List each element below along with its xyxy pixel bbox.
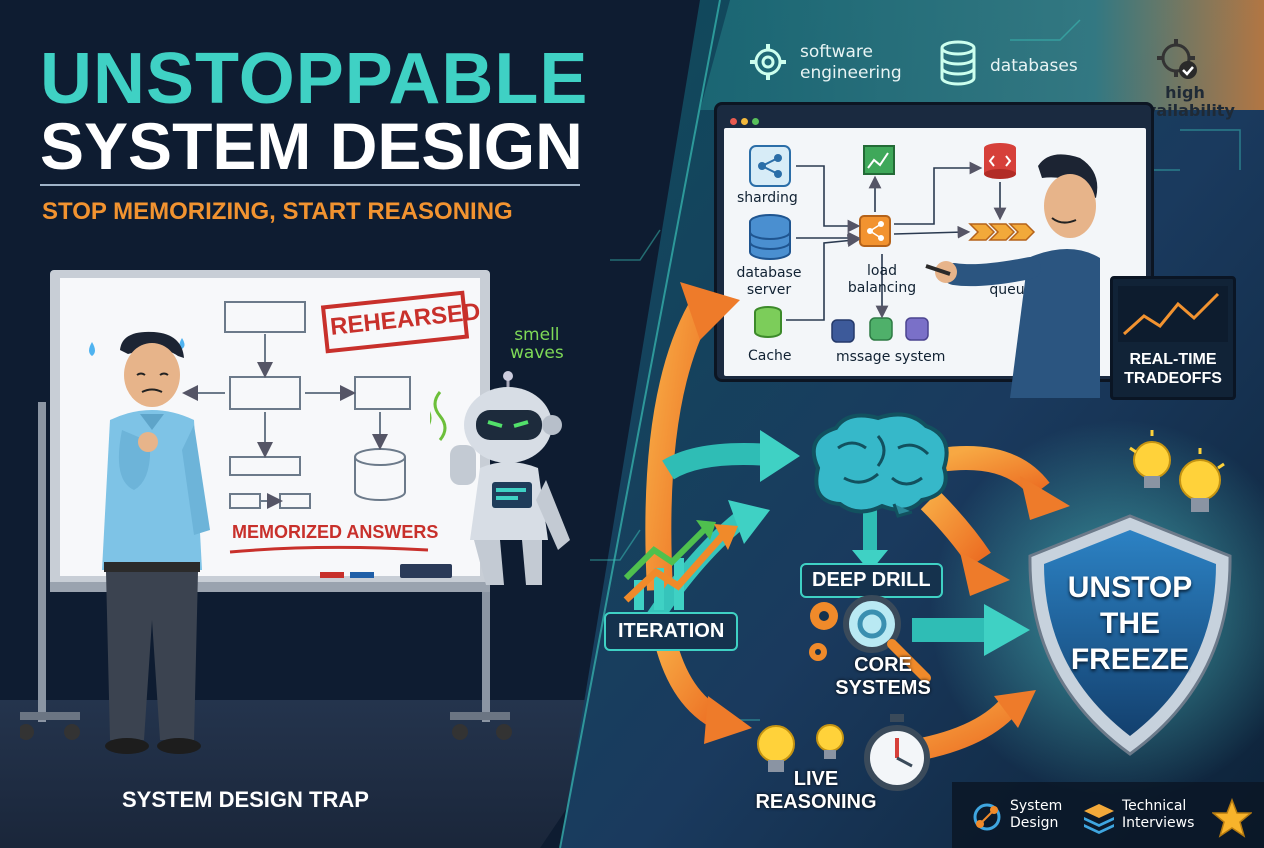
growth-arrows-icon — [623, 520, 738, 610]
shield-text: UNSTOP THE FREEZE — [1067, 571, 1193, 676]
stack-icon — [1084, 804, 1114, 834]
title-line-1: UNSTOPPABLE — [40, 39, 589, 119]
brain-icon — [811, 412, 949, 518]
window-dots — [730, 112, 759, 130]
topic-high-availability: high availability — [1135, 83, 1235, 120]
shield — [1028, 514, 1232, 756]
core-systems-label: CORE SYSTEMS — [835, 654, 931, 699]
star-icon — [1212, 798, 1252, 838]
diagram-database-server: database server — [736, 265, 802, 298]
gear-icon — [750, 44, 786, 80]
iteration-label: ITERATION — [604, 612, 739, 651]
chart-icon — [1118, 286, 1228, 342]
topic-databases: databases — [990, 56, 1078, 76]
subtitle: STOP MEMORIZING, START REASONING — [42, 198, 513, 225]
diagram-message-system: mssage system — [836, 349, 946, 365]
diagram-cache: Cache — [748, 348, 792, 364]
live-reasoning-label: LIVE REASONING — [755, 768, 877, 813]
footer-technical-interviews: Technical Interviews — [1122, 798, 1195, 831]
stressed-person — [89, 331, 210, 754]
system-design-icon — [973, 803, 1001, 831]
smell-waves-label: smell waves — [510, 325, 564, 363]
stopwatch-icon — [864, 714, 930, 791]
database-icon — [940, 40, 976, 86]
gear-check-icon — [1157, 39, 1197, 79]
lightbulb-icon — [757, 724, 844, 772]
real-time-tradeoffs-label: REAL-TIME TRADEOFFS — [1124, 351, 1222, 387]
architecture-diagram — [749, 143, 1036, 343]
title-line-2: SYSTEM DESIGN — [40, 109, 583, 183]
diagram-sharding: sharding — [737, 190, 798, 206]
system-design-trap-caption: SYSTEM DESIGN TRAP — [122, 787, 369, 812]
robot — [430, 371, 570, 585]
footer-system-design: System Design — [1010, 798, 1063, 831]
memorized-answers-label: MEMORIZED ANSWERS — [232, 522, 439, 542]
diagram-load-balancing: load balancing — [847, 263, 917, 296]
footer-bar — [952, 782, 1264, 848]
presenter — [925, 154, 1100, 398]
topic-software-engineering: software engineering — [800, 42, 902, 83]
lightbulb-icon — [1129, 430, 1225, 512]
magnifier-icon — [809, 595, 931, 683]
deep-drill-label: DEEP DRILL — [800, 563, 943, 598]
title-divider — [40, 184, 580, 186]
